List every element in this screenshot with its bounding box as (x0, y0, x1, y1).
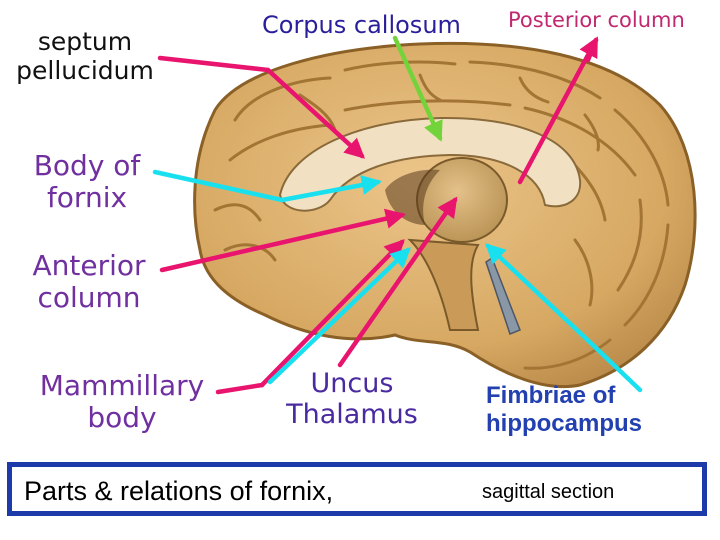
caption-box: Parts & relations of fornix, sagittal se… (7, 462, 707, 516)
arrow-body-of-fornix-head (279, 175, 382, 203)
brainstem-shape (407, 238, 480, 331)
label-posterior-column: Posterior column (508, 8, 685, 32)
caption-sub: sagittal section (482, 481, 615, 503)
label-fimbriae-of-hippocampus: Fimbriae of hippocampus (486, 382, 642, 437)
arrow-anterior-column (159, 208, 406, 273)
arrow-corpus-callosum (392, 35, 443, 142)
arrow-posterior-column (517, 36, 599, 185)
arrow-fimbriae (593, 345, 643, 393)
label-mammillary-body: Mammillary body (22, 369, 222, 435)
arrow-thalamus (337, 196, 458, 368)
label-body-of-fornix: Body of fornix (12, 149, 162, 215)
label-septum-pellucidum-text: septum pellucidum (16, 27, 154, 85)
arrow-mammillary-body (215, 382, 265, 395)
arrow-septum-pellucidum-head (265, 67, 365, 159)
label-body-of-fornix-text: Body of fornix (33, 149, 141, 215)
arrow-uncus (267, 247, 411, 385)
label-septum-pellucidum: septum pellucidum (10, 27, 160, 86)
label-corpus-callosum: Corpus callosum (262, 11, 461, 40)
arrow-mammillary-body-head (259, 239, 405, 388)
label-anterior-column-text: Anterior column (32, 249, 146, 315)
caption-main: Parts & relations of fornix, (24, 476, 334, 506)
arrow-septum-pellucidum (157, 55, 271, 73)
arrow-fimbriae-head (485, 243, 599, 351)
label-uncus-thalamus: Uncus Thalamus (262, 368, 442, 430)
label-corpus-callosum-text: Corpus callosum (262, 11, 461, 39)
pointer-arrows (152, 35, 643, 395)
label-posterior-column-text: Posterior column (508, 8, 685, 32)
label-anterior-column: Anterior column (14, 249, 164, 315)
arrow-body-of-fornix (152, 169, 285, 203)
label-uncus-thalamus-text: Uncus Thalamus (286, 368, 418, 431)
arrow-posterior-top (585, 37, 599, 63)
label-mammillary-body-text: Mammillary body (39, 369, 205, 435)
label-fimbriae-of-hippocampus-text: Fimbriae of hippocampus (486, 382, 643, 437)
